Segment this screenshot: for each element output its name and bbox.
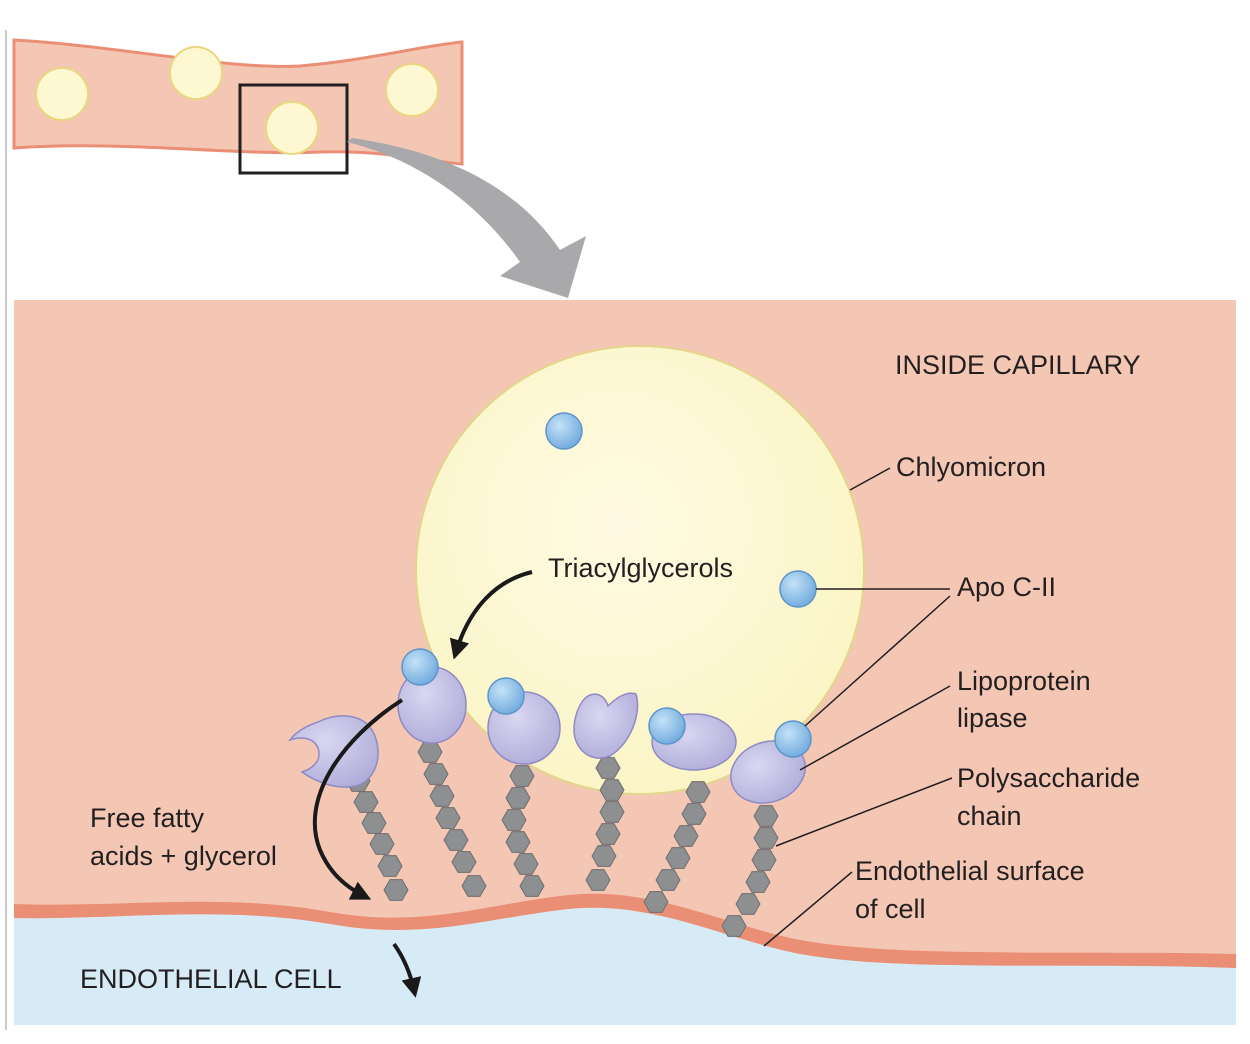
leader-lines (763, 467, 953, 947)
overview-chylomicron-3 (265, 101, 319, 155)
endothelial-surface-leader (763, 871, 853, 947)
apo-c2-sphere (648, 707, 686, 745)
apo-c2-sphere (401, 648, 439, 686)
free-fatty-acids-label-line1: Free fatty (90, 803, 205, 833)
endothelial-surface-label-line2: of cell (855, 894, 926, 924)
capillary-overview (12, 38, 464, 175)
lipoprotein-lipase-label-line1: Lipoprotein (957, 666, 1091, 696)
zoom-selection-box (238, 83, 349, 175)
lipoprotein-lipase (287, 715, 379, 788)
apo-c2-sphere (779, 570, 817, 608)
lipase-leader (799, 685, 951, 771)
apo-c2-sphere (545, 412, 583, 450)
apo-c2-sphere (774, 720, 812, 758)
overview-chylomicron-4 (385, 63, 439, 117)
lipoprotein-lipase (573, 692, 639, 759)
overview-chylomicron-2 (169, 46, 223, 100)
polysaccharide-leader (775, 777, 953, 847)
overview-chylomicron-1 (35, 67, 89, 121)
uptake-arrow (392, 942, 422, 998)
apo-c2-sphere (487, 677, 525, 715)
triacylglycerols-label: Triacylglycerols (548, 553, 733, 583)
endothelial-cell-label: ENDOTHELIAL CELL (80, 964, 342, 994)
chylomicron-leader (849, 467, 891, 491)
inside-capillary-label: INSIDE CAPILLARY (895, 350, 1141, 380)
endothelial-surface-band (14, 893, 1236, 968)
polysaccharide-label-line2: chain (957, 801, 1022, 831)
apo-c2-label: Apo C-II (957, 572, 1056, 602)
endothelial-surface-label-line1: Endothelial surface (855, 856, 1085, 886)
fatty-acid-release-arrow (312, 698, 404, 900)
chylomicron (415, 345, 865, 795)
zoom-arrow (347, 138, 586, 298)
zoomed-capillary: INSIDE CAPILLARY Chlyomicron Apo C-II Li… (14, 300, 1236, 1025)
triacylglycerol-arrow (449, 570, 533, 660)
lipoprotein-lipase-label-line2: lipase (957, 703, 1028, 733)
polysaccharide-label-line1: Polysaccharide (957, 763, 1140, 793)
apo-c2-group (401, 412, 817, 758)
chylomicron-label: Chlyomicron (896, 452, 1046, 482)
endothelial-cell-region (14, 907, 1236, 1025)
apo-c2-leader-2 (804, 595, 951, 727)
free-fatty-acids-label-line2: acids + glycerol (90, 841, 277, 871)
